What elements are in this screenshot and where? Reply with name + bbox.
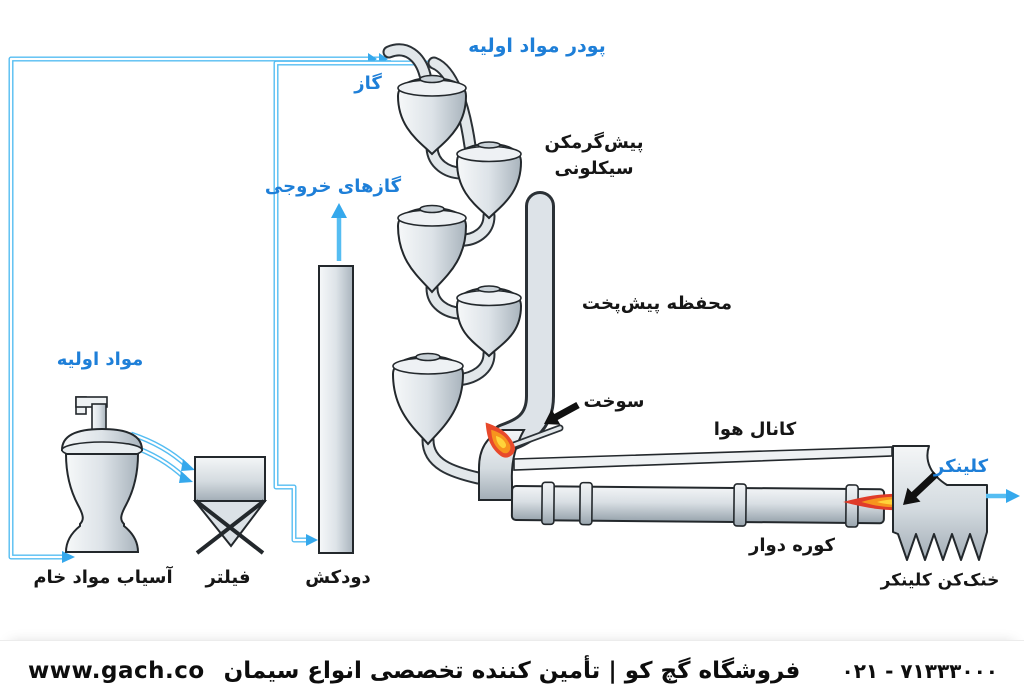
label-fuel: سوخت: [583, 390, 645, 412]
label-exhaust-gases: گازهای خروجی: [264, 175, 402, 197]
label-raw-mill: آسیاب مواد خام: [33, 566, 173, 588]
raw-material-pipe: [8, 53, 391, 563]
cyclone-2: [455, 141, 523, 220]
gas-return-pipe: [273, 60, 434, 546]
label-raw-materials: مواد اولیه: [56, 348, 144, 370]
cooler-exit-arrow-icon: [986, 489, 1020, 503]
label-gas: گاز: [354, 72, 382, 94]
mill-to-filter-pipes: [130, 431, 195, 483]
mill-inlet-arrow-icon: [62, 551, 75, 563]
filter-inlet-arrow-icon: [181, 459, 195, 471]
fuel-arrow-icon: [544, 402, 580, 425]
label-chimney: دودکش: [305, 566, 371, 588]
cyclone-4: [455, 285, 523, 358]
flame-precalciner-icon: [485, 422, 515, 458]
label-clinker: کلینکر: [933, 455, 989, 477]
label-cyclone-preheater-line2: سیکلونی: [554, 158, 634, 179]
chimney-inlet-arrow-icon: [306, 534, 318, 546]
footer-phone: ۰۲۱ - ۷۱۳۳۳۰۰۰: [841, 659, 998, 683]
raw-mill-drawing: [60, 396, 144, 553]
label-filter: فیلتر: [205, 566, 251, 588]
label-cyclone-preheater: پیش‌گرمکن سیکلونی: [544, 130, 643, 182]
label-air-duct: کانال هوا: [713, 418, 797, 440]
clinker-arrow-icon: [903, 471, 939, 505]
exhaust-arrow-icon: [331, 203, 347, 261]
chimney-drawing: [318, 265, 354, 554]
label-precalciner: محفظه پیش‌پخت: [581, 292, 733, 314]
filter-inlet-arrow-icon: [179, 471, 193, 483]
label-rotary-kiln: کوره دوار: [749, 534, 835, 556]
label-cyclone-preheater-line1: پیش‌گرمکن: [544, 131, 644, 153]
label-clinker-cooler: خنک‌کن کلینکر: [880, 570, 1000, 591]
clinker-cooler-drawing: [892, 445, 1020, 561]
cyclone-1: [396, 74, 468, 156]
air-duct-drawing: [513, 446, 893, 471]
footer-bar: www.gach.co فروشگاه گچ کو | تأمین کننده …: [0, 640, 1024, 700]
footer-tagline: فروشگاه گچ کو | تأمین کننده تخصصی انواع …: [223, 658, 801, 684]
cyclone-5: [391, 352, 465, 446]
rotary-kiln-drawing: [510, 481, 886, 528]
filter-drawing: [192, 456, 268, 555]
cyclone-3: [396, 204, 468, 294]
label-powder-feed: پودر مواد اولیه: [468, 35, 606, 58]
website-text: www.gach.co: [28, 658, 205, 684]
